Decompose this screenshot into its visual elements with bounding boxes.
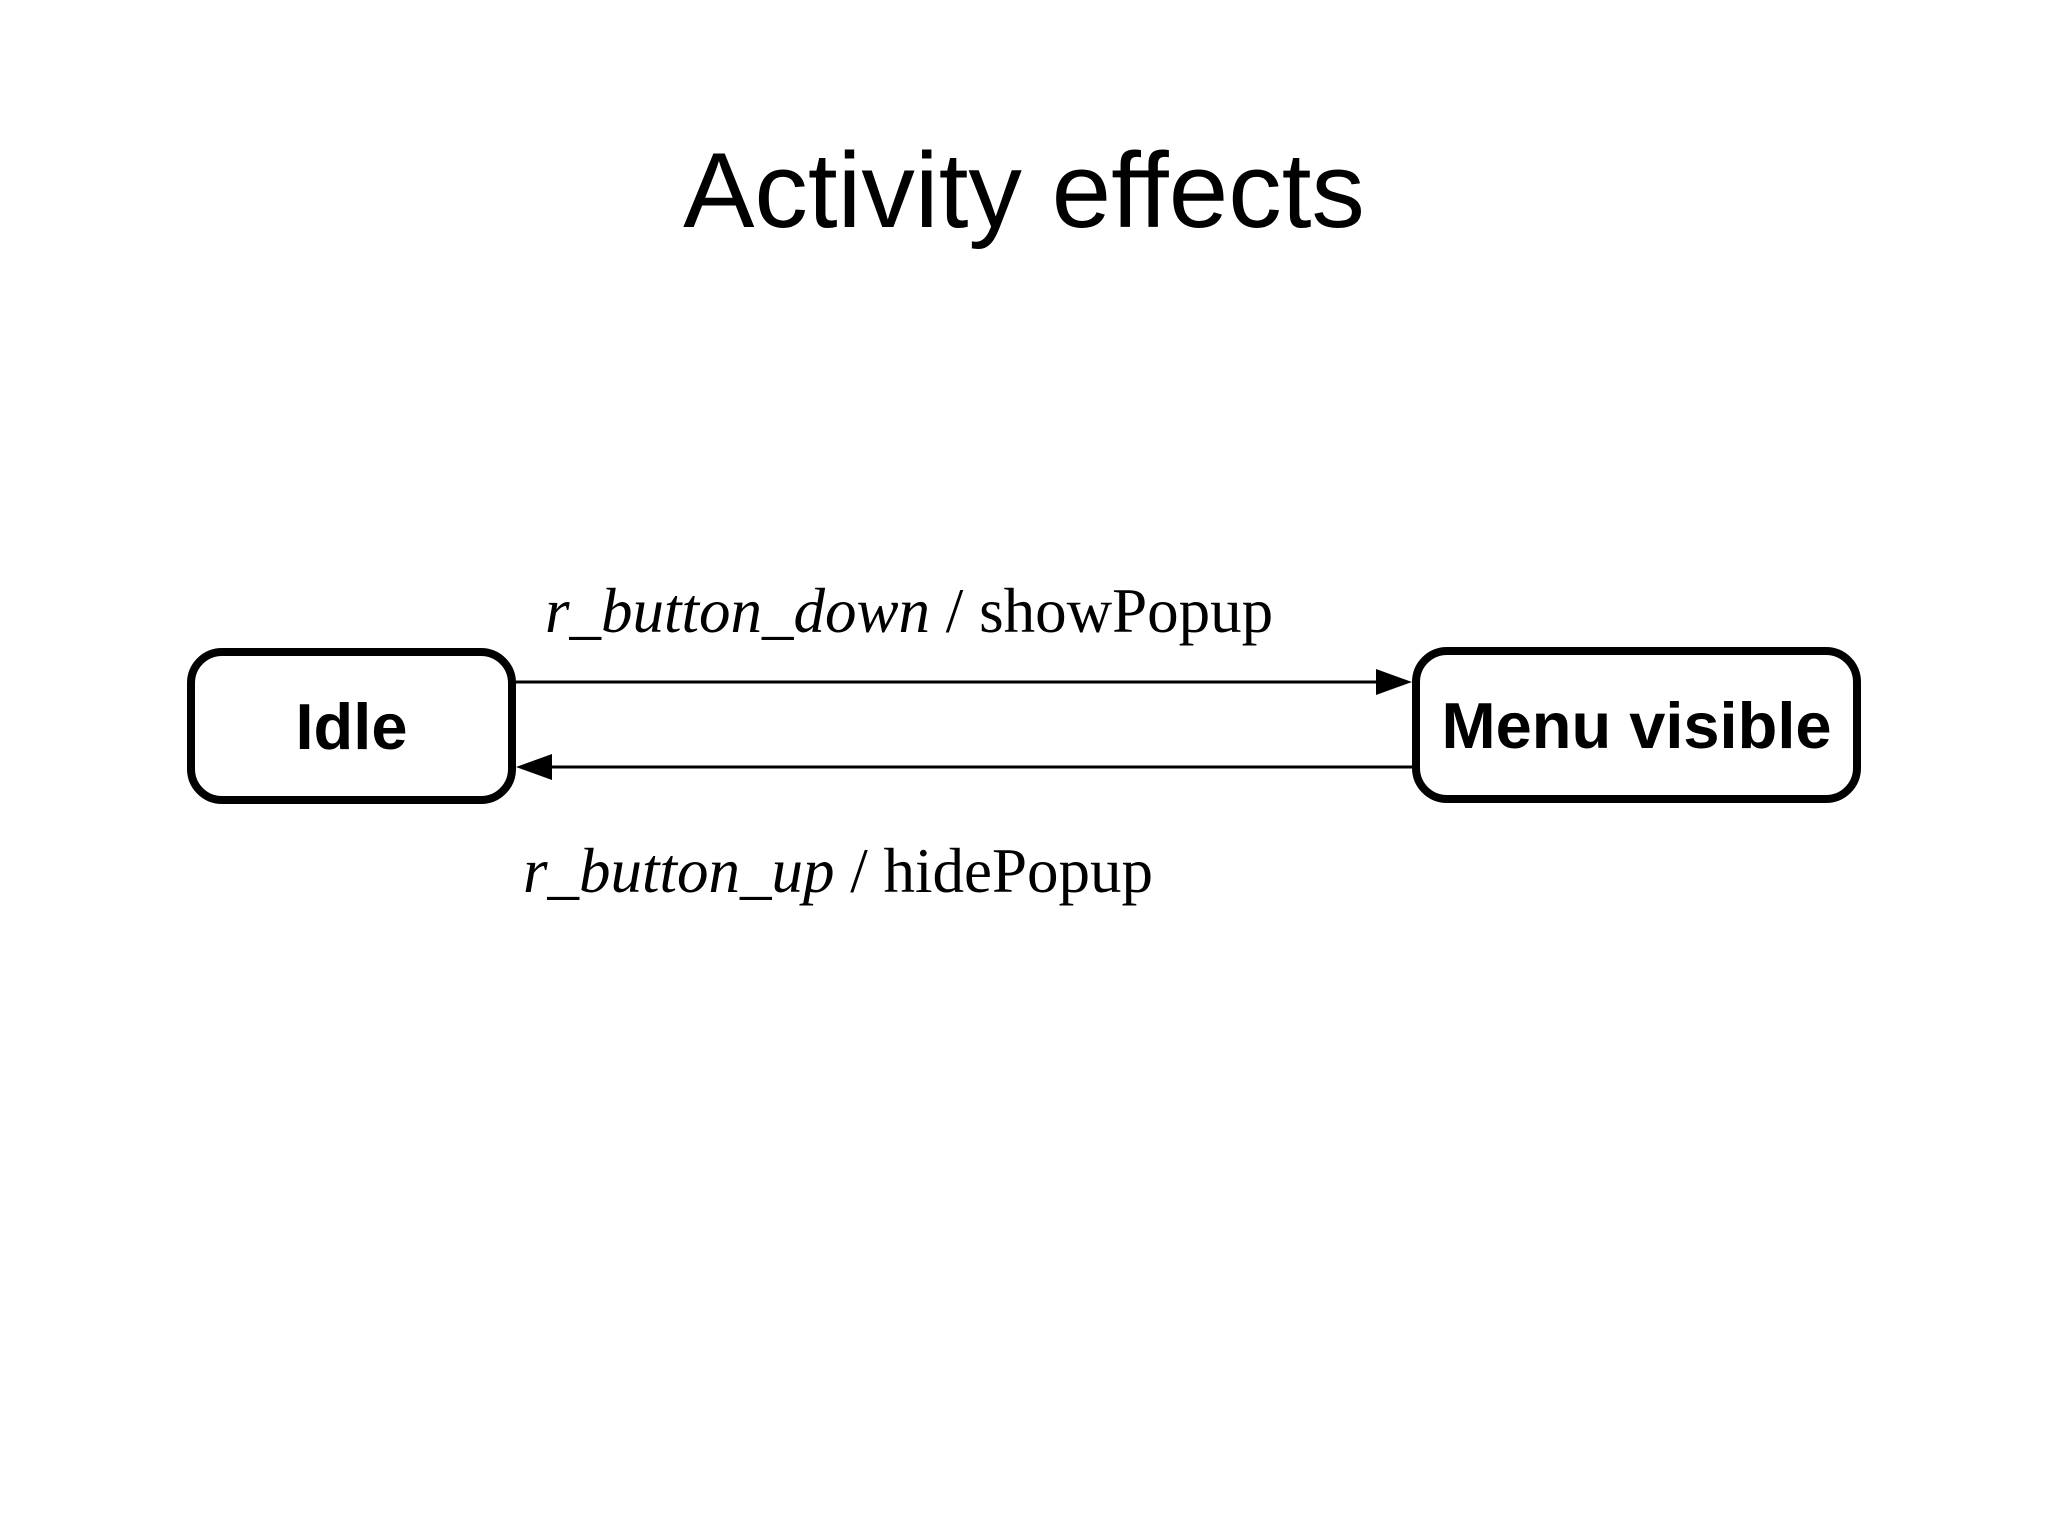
- transition-label-idle-to-menu: r_button_down / showPopup: [545, 580, 1273, 643]
- arrowhead-left-icon: [516, 754, 552, 780]
- transition-event-r-button-up: r_button_up: [523, 836, 835, 906]
- transition-arrow-idle-to-menu: [516, 669, 1412, 695]
- arrowhead-right-icon: [1376, 669, 1412, 695]
- transition-separator: /: [930, 576, 980, 646]
- transition-arrow-menu-to-idle: [516, 754, 1412, 780]
- transition-separator: /: [834, 836, 884, 906]
- page-title: Activity effects: [683, 130, 1365, 250]
- state-menu-visible-label: Menu visible: [1441, 688, 1832, 762]
- transition-label-menu-to-idle: r_button_up / hidePopup: [523, 840, 1153, 903]
- state-menu-visible: Menu visible: [1412, 647, 1861, 803]
- transition-action-hidepopup: hidePopup: [883, 836, 1154, 906]
- state-idle: Idle: [187, 648, 516, 804]
- transition-action-showpopup: showPopup: [979, 576, 1274, 646]
- state-idle-label: Idle: [295, 689, 408, 763]
- transition-event-r-button-down: r_button_down: [545, 576, 931, 646]
